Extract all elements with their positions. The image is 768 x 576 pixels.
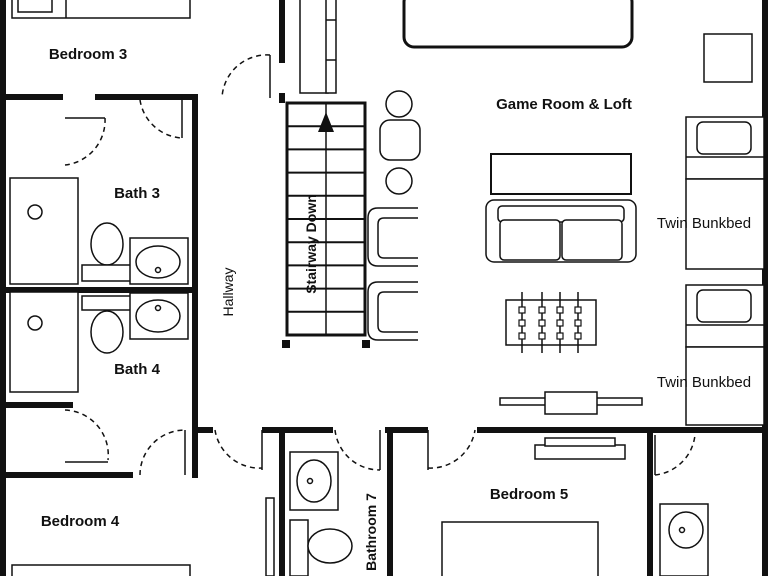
foosball-player	[574, 306, 582, 314]
bar-counter	[299, 0, 337, 94]
foosball-player	[574, 319, 582, 327]
foosball-player	[574, 332, 582, 340]
label-bedroom-3: Bedroom 3	[49, 46, 127, 63]
arrow-up-icon	[318, 112, 334, 132]
bedroom-3-bed	[11, 0, 191, 19]
label-game-room-loft: Game Room & Loft	[496, 96, 632, 113]
bath-4-shower	[9, 291, 79, 393]
foosball-player	[538, 306, 546, 314]
foosball-player	[556, 306, 564, 314]
foosball-player	[518, 332, 526, 340]
bath-4-sink	[129, 292, 189, 340]
label-bath-3: Bath 3	[114, 185, 160, 202]
bath-4-toilet	[81, 295, 133, 354]
label-bathroom-7: Bathroom 7	[363, 493, 379, 571]
doors	[64, 54, 696, 476]
bathroom-7-sink	[289, 451, 339, 511]
label-bedroom-4: Bedroom 4	[41, 513, 120, 530]
bathroom-7-door-panels	[265, 497, 275, 576]
bedroom-5-sink	[659, 503, 709, 576]
bedroom-4-bed	[11, 564, 191, 576]
room-labels: Bedroom 3 Bath 3 Bath 4 Bedroom 4 Hallwa…	[41, 46, 751, 571]
bathroom-7-toilet	[289, 519, 353, 576]
foosball-player	[556, 332, 564, 340]
label-bedroom-5: Bedroom 5	[490, 486, 568, 503]
label-bath-4: Bath 4	[114, 361, 161, 378]
label-bunkbed-1: Twin Bunkbed	[657, 215, 751, 232]
label-bunkbed-2: Twin Bunkbed	[657, 374, 751, 391]
bedroom-5-furniture	[441, 437, 626, 576]
bath-3-sink	[129, 237, 189, 285]
bunkbed-1	[685, 116, 765, 270]
foosball-player	[518, 319, 526, 327]
bath-3-toilet	[81, 222, 133, 282]
foosball-player	[556, 319, 564, 327]
bath-3-shower	[9, 177, 79, 285]
game-room-furniture	[367, 0, 753, 415]
bunkbed-2	[685, 284, 765, 426]
foosball-player	[518, 306, 526, 314]
stairway	[282, 101, 370, 348]
foosball-player	[538, 319, 546, 327]
label-stairway-down: Stairway Down	[303, 194, 319, 294]
label-hallway: Hallway	[220, 267, 236, 316]
foosball-player	[538, 332, 546, 340]
